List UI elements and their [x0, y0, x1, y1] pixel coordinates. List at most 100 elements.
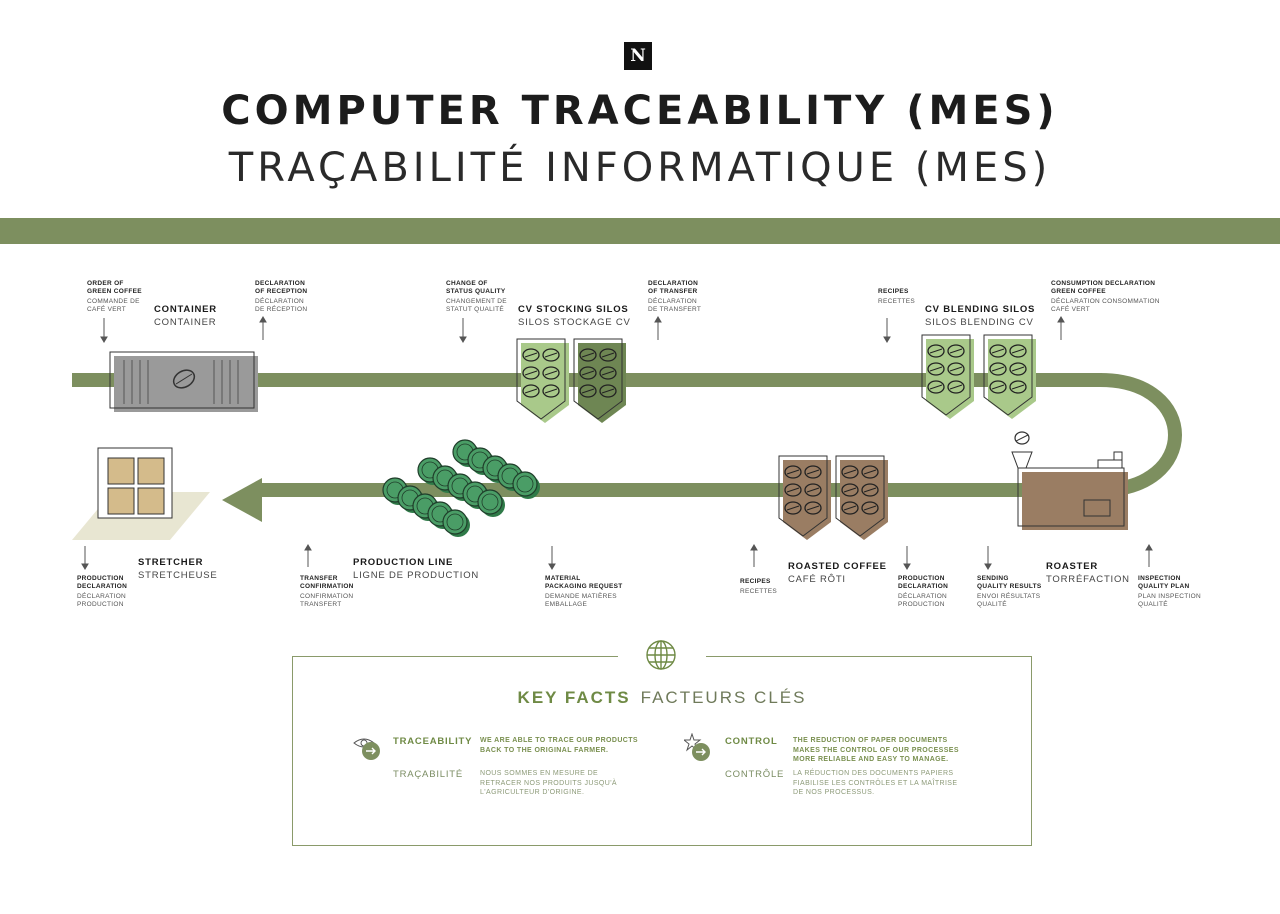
coffee-bean-icon — [927, 380, 945, 394]
coffee-bean-icon — [804, 465, 822, 479]
fact-control-label-fr: CONTRÔLE — [725, 769, 785, 780]
capsule-icon — [477, 489, 503, 515]
capsule-icon — [512, 471, 538, 497]
coffee-bean-icon — [522, 366, 540, 380]
coffee-bean-icon — [841, 501, 859, 515]
coffee-bean-crease — [524, 388, 538, 394]
coffee-bean-icon — [542, 366, 560, 380]
fact-control-label: CONTROL — [725, 736, 778, 747]
coffee-bean-crease — [929, 384, 943, 390]
coffee-bean-icon — [599, 366, 617, 380]
coffee-bean-icon — [947, 380, 965, 394]
coffee-bean-icon — [599, 384, 617, 398]
coffee-bean-icon — [861, 483, 879, 497]
coffee-bean-icon — [989, 362, 1007, 376]
nespresso-logo: N — [624, 42, 652, 70]
coffee-bean-icon — [784, 483, 802, 497]
coffee-bean-icon — [927, 362, 945, 376]
coffee-bean-icon — [841, 465, 859, 479]
coffee-bean-crease — [991, 384, 1005, 390]
coffee-bean-icon — [522, 348, 540, 362]
coffee-bean-crease — [991, 366, 1005, 372]
top-band — [0, 218, 1280, 244]
roaster-machine — [1011, 431, 1128, 530]
coffee-bean-crease — [581, 388, 595, 394]
coffee-bean-icon — [542, 348, 560, 362]
coffee-bean-crease — [601, 370, 615, 376]
coffee-bean-crease — [524, 370, 538, 376]
coffee-bean-crease — [581, 370, 595, 376]
flow-arrow-head — [222, 478, 262, 522]
coffee-bean-crease — [1011, 348, 1025, 354]
capsule-rim — [516, 475, 534, 493]
star-icon — [684, 733, 710, 761]
coffee-bean-icon — [1009, 344, 1027, 358]
coffee-bean-crease — [843, 505, 857, 511]
coffee-bean-icon — [784, 501, 802, 515]
capsule-icon — [442, 509, 468, 535]
coffee-bean-crease — [524, 352, 538, 358]
capsule-rim — [481, 493, 499, 511]
coffee-bean-icon — [542, 384, 560, 398]
coffee-bean-crease — [806, 487, 820, 493]
coffee-bean-icon — [579, 366, 597, 380]
cv-blending-silo-left — [921, 334, 974, 419]
container-icon — [109, 351, 258, 412]
annotation-arrows — [81, 316, 1153, 570]
coffee-bean-crease — [581, 352, 595, 358]
coffee-bean-crease — [929, 348, 943, 354]
coffee-bean-crease — [601, 388, 615, 394]
coffee-bean-icon — [947, 344, 965, 358]
coffee-bean-icons — [522, 344, 1027, 515]
capsule-rows — [382, 439, 540, 537]
annotation-recipes-top: RECIPES RECETTES — [878, 288, 916, 305]
coffee-bean-icon — [579, 348, 597, 362]
coffee-bean-crease — [806, 505, 820, 511]
fact-traceability-label-fr: TRAÇABILITÉ — [393, 769, 464, 780]
cv-stocking-silo-left — [516, 338, 569, 423]
stretcher-pallet — [72, 447, 210, 540]
coffee-bean-crease — [843, 469, 857, 475]
coffee-bean-crease — [806, 469, 820, 475]
coffee-bean-icon — [804, 483, 822, 497]
coffee-bean-crease — [786, 469, 800, 475]
cv-stocking-silo-right — [573, 338, 626, 423]
coffee-bean-crease — [949, 366, 963, 372]
coffee-bean-crease — [949, 348, 963, 354]
coffee-bean-crease — [544, 388, 558, 394]
globe-backdrop — [618, 640, 706, 672]
coffee-bean-icon — [927, 344, 945, 358]
eye-icon — [353, 738, 380, 760]
coffee-bean-crease — [843, 487, 857, 493]
coffee-bean-icon — [804, 501, 822, 515]
capsule-rim — [446, 513, 464, 531]
coffee-bean-icon — [1009, 362, 1027, 376]
coffee-bean-icon — [989, 380, 1007, 394]
cv-blending-silo-right — [983, 334, 1036, 419]
coffee-bean-crease — [863, 487, 877, 493]
page-subtitle: TRAÇABILITÉ INFORMATIQUE (MES) — [228, 145, 1052, 191]
coffee-bean-crease — [1011, 366, 1025, 372]
coffee-bean-crease — [1011, 384, 1025, 390]
coffee-bean-crease — [601, 352, 615, 358]
